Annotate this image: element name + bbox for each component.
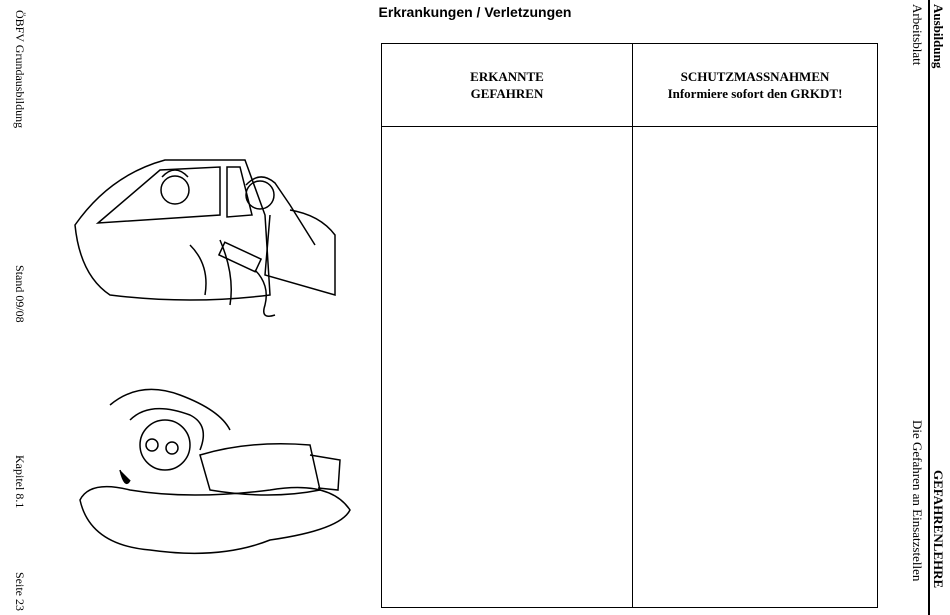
org-label: ÖBFV Grundausbildung [13, 10, 27, 129]
page-title: Erkrankungen / Verletzungen [378, 4, 572, 20]
car-illustration [74, 159, 336, 317]
margin-divider [928, 0, 930, 615]
sheet-type-label: Arbeitsblatt [910, 4, 925, 66]
page-number: Seite 23 [13, 572, 27, 611]
stand-label: Stand 09/08 [13, 265, 27, 323]
chapter-label: Kapitel 8.1 [13, 455, 27, 509]
hazards-answer-cell[interactable] [381, 126, 633, 608]
measures-answer-cell[interactable] [632, 126, 878, 608]
section-label: Ausbildung [931, 4, 946, 69]
topic-label: Die Gefahren an Einsatzstellen [910, 420, 925, 582]
injured-person-illustration [79, 388, 351, 555]
subject-label: GEFAHRENLEHRE [931, 470, 946, 589]
